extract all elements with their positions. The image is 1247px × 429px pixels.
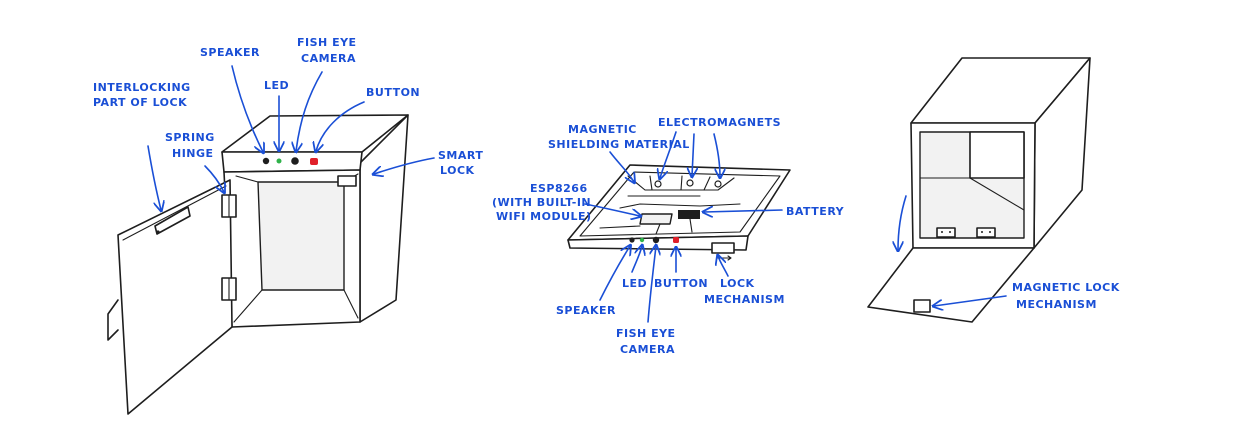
- label-interlocking-2: PART OF LOCK: [93, 96, 187, 109]
- label-lock-mid-2: MECHANISM: [704, 293, 785, 306]
- label-fisheye-mid-1: FISH EYE: [616, 327, 676, 340]
- speaker-dot: [262, 157, 270, 165]
- label-esp-3: WIFI MODULE): [496, 210, 592, 223]
- label-led-left: LED: [264, 79, 289, 92]
- label-electromagnets: ELECTROMAGNETS: [658, 116, 781, 129]
- button-dot: [310, 158, 318, 165]
- label-led-mid: LED: [622, 277, 647, 290]
- label-maglock-1: MAGNETIC LOCK: [1012, 281, 1120, 294]
- label-button-mid: BUTTON: [654, 277, 708, 290]
- camera-dot: [291, 157, 299, 165]
- label-fisheye-left-2: CAMERA: [301, 52, 356, 65]
- label-spring-1: SPRING: [165, 131, 215, 144]
- label-smart-1: SMART: [438, 149, 483, 162]
- left-box-drawing: [107, 114, 409, 415]
- led-dot: [276, 158, 282, 164]
- label-fisheye-left-1: FISH EYE: [297, 36, 357, 49]
- right-annotations: MAGNETIC LOCK MECHANISM: [898, 195, 1120, 311]
- label-lock-mid-1: LOCK: [720, 277, 755, 290]
- label-speaker-mid: SPEAKER: [556, 304, 616, 317]
- label-maglock-2: MECHANISM: [1016, 298, 1097, 311]
- left-annotations: INTERLOCKING PART OF LOCK SPEAKER LED FI…: [93, 36, 483, 210]
- right-box-drawing: [867, 57, 1091, 323]
- label-spring-2: HINGE: [172, 147, 214, 160]
- label-esp-1: ESP8266: [530, 182, 588, 195]
- label-battery: BATTERY: [786, 205, 845, 218]
- label-shielding-1: MAGNETIC: [568, 123, 637, 136]
- label-fisheye-mid-2: CAMERA: [620, 343, 675, 356]
- middle-lid-drawing: [567, 164, 791, 261]
- label-interlocking-1: INTERLOCKING: [93, 81, 191, 94]
- label-esp-2: (WITH BUILT-IN: [492, 196, 591, 209]
- label-shielding-2: SHIELDING MATERIAL: [548, 138, 690, 151]
- label-smart-2: LOCK: [440, 164, 475, 177]
- label-speaker-left: SPEAKER: [200, 46, 260, 59]
- label-button-left: BUTTON: [366, 86, 420, 99]
- middle-annotations: MAGNETIC SHIELDING MATERIAL ELECTROMAGNE…: [492, 116, 845, 356]
